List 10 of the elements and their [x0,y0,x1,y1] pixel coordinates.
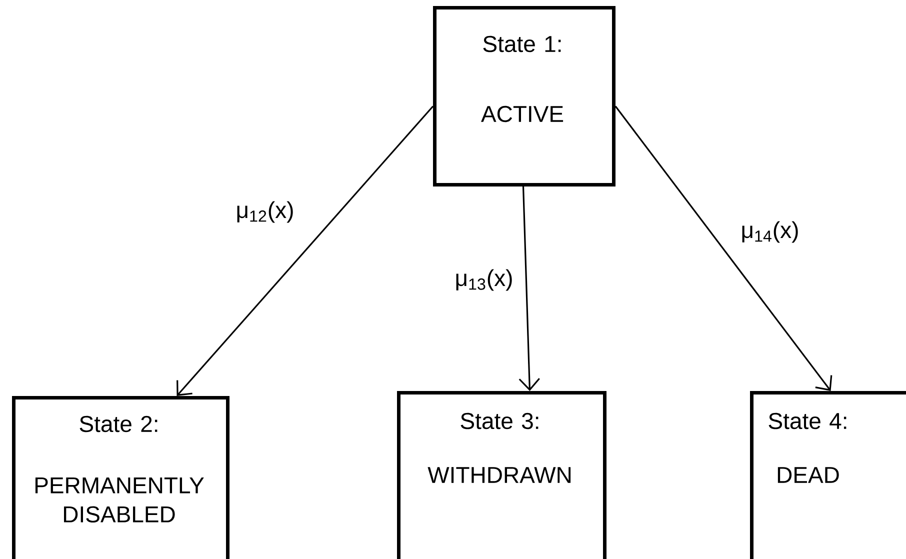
arrow [518,186,540,391]
arrow [614,106,832,391]
state-box: State 3: WITHDRAWN [397,391,606,559]
arrow [176,106,434,396]
edge-label: μ$_{13}$(x) [454,268,514,292]
state-box: State 1: ACTIVE [433,6,616,186]
state-box: State 4: DEAD [750,391,906,559]
edge-label: μ$_{14}$(x) [740,220,800,244]
state-box: State 2: PERMANENTLY DISABLED [12,396,230,559]
edge-label: μ$_{12}$(x) [234,200,296,224]
